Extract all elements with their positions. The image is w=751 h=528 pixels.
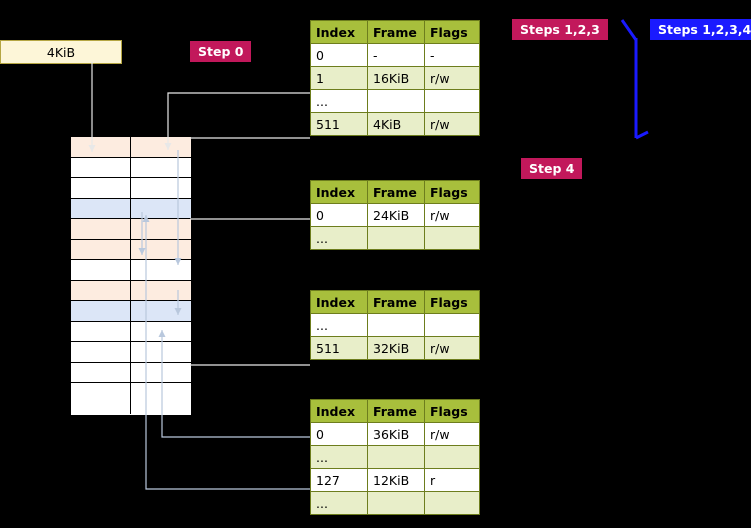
badge-step-4: Step 4: [521, 158, 583, 179]
memory-frame-row: [71, 260, 191, 281]
column-header-frame: Frame: [367, 180, 425, 204]
cell-frame: [367, 226, 425, 250]
memory-frame-row: [71, 280, 191, 301]
cell-frame: [367, 491, 425, 515]
badge-step-0: Step 0: [190, 41, 252, 62]
memory-frame-row: [71, 137, 191, 158]
cell-flags: r: [424, 468, 480, 492]
cell-frame: 36KiB: [367, 422, 425, 446]
badge-steps-123: Steps 1,2,3: [512, 19, 608, 40]
table-row: 0--: [310, 43, 480, 67]
memory-frame-row: [71, 178, 191, 199]
cell-frame: 16KiB: [367, 66, 425, 90]
column-header-index: Index: [310, 20, 368, 44]
column-header-flags: Flags: [424, 399, 480, 423]
memory-frame-row: [71, 198, 191, 219]
cell-flags: [424, 226, 480, 250]
table-row: ...: [310, 89, 480, 113]
cell-flags: [424, 445, 480, 469]
cell-index: 127: [310, 468, 368, 492]
column-header-index: Index: [310, 180, 368, 204]
column-header-frame: Frame: [367, 20, 425, 44]
cell-flags: [424, 89, 480, 113]
cell-frame: 12KiB: [367, 468, 425, 492]
cell-flags: r/w: [424, 112, 480, 136]
column-header-flags: Flags: [424, 20, 480, 44]
cell-index: ...: [310, 445, 368, 469]
memory-frame-row: [71, 301, 191, 322]
cell-index: 511: [310, 112, 368, 136]
memory-column-divider: [130, 136, 131, 414]
column-header-flags: Flags: [424, 290, 480, 314]
memory-frame-row: [71, 219, 191, 240]
memory-frame-row: [71, 362, 191, 383]
cell-index: ...: [310, 491, 368, 515]
memory-frame-row: [71, 342, 191, 363]
cell-flags: r/w: [424, 66, 480, 90]
cell-index: 1: [310, 66, 368, 90]
table-row: ...: [310, 313, 480, 337]
column-header-flags: Flags: [424, 180, 480, 204]
table-row: ...: [310, 491, 480, 515]
column-header-index: Index: [310, 399, 368, 423]
memory-frame-row: [71, 157, 191, 178]
table-row: ...: [310, 445, 480, 469]
cell-index: 511: [310, 336, 368, 360]
cell-index: 0: [310, 422, 368, 446]
bracket-steps-1234-foot: [635, 130, 649, 140]
cell-flags: r/w: [424, 203, 480, 227]
cell-flags: r/w: [424, 336, 480, 360]
cell-flags: r/w: [424, 422, 480, 446]
memory-size-label: 4KiB: [0, 40, 122, 64]
cell-frame: 24KiB: [367, 203, 425, 227]
cell-frame: 32KiB: [367, 336, 425, 360]
cell-frame: -: [367, 43, 425, 67]
cell-frame: 4KiB: [367, 112, 425, 136]
cell-index: ...: [310, 89, 368, 113]
cell-index: 0: [310, 43, 368, 67]
cell-flags: [424, 313, 480, 337]
bracket-steps-1234-arrow: [620, 19, 638, 41]
column-header-frame: Frame: [367, 399, 425, 423]
cell-frame: [367, 89, 425, 113]
cell-index: ...: [310, 226, 368, 250]
memory-column: [70, 136, 192, 416]
cell-flags: -: [424, 43, 480, 67]
memory-frame-row: [71, 383, 191, 404]
table-row: ...: [310, 226, 480, 250]
cell-frame: [367, 445, 425, 469]
cell-index: 0: [310, 203, 368, 227]
cell-frame: [367, 313, 425, 337]
memory-frame-row: [71, 239, 191, 260]
column-header-frame: Frame: [367, 290, 425, 314]
cell-flags: [424, 491, 480, 515]
memory-frame-row: [71, 321, 191, 342]
badge-steps-1234: Steps 1,2,3,4: [650, 19, 751, 40]
cell-index: ...: [310, 313, 368, 337]
column-header-index: Index: [310, 290, 368, 314]
